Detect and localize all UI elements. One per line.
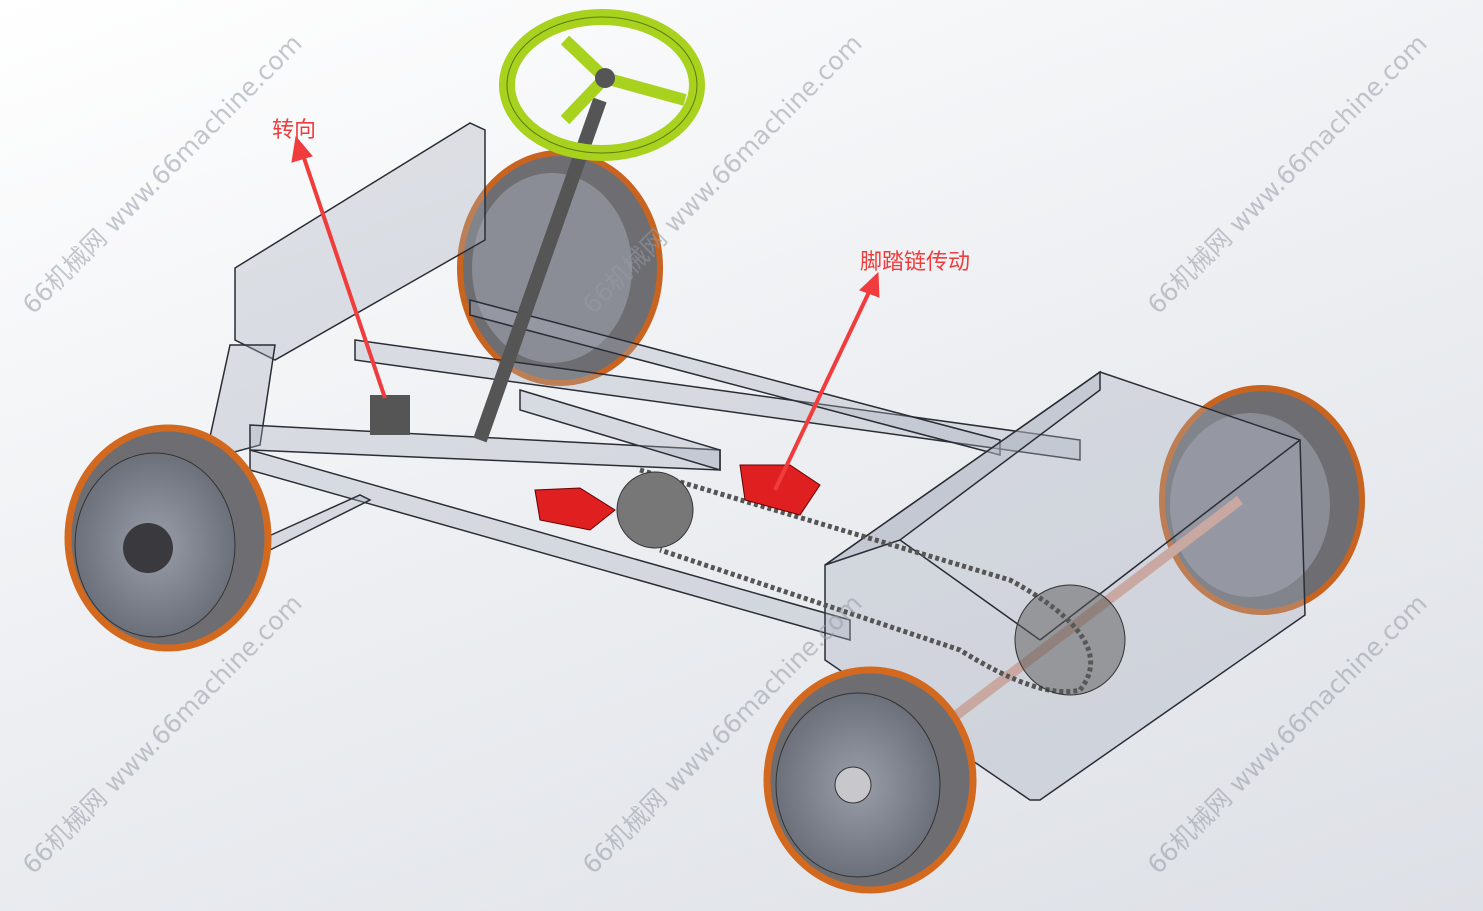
front-wheel-right xyxy=(763,666,977,894)
rear-wheel-back-right xyxy=(1159,385,1365,615)
steering-gear xyxy=(370,395,410,435)
steering-wheel xyxy=(499,9,705,161)
pedal-left xyxy=(534,487,616,531)
front-wheel-left xyxy=(64,424,272,652)
label-pedal-chain-drive: 脚踏链传动 xyxy=(860,250,971,275)
label-steering: 转向 xyxy=(272,118,317,143)
annotation-arrows xyxy=(291,135,880,491)
pedal-right xyxy=(739,464,821,516)
front-sprocket xyxy=(616,471,694,549)
chassis-frame xyxy=(204,122,1306,801)
rear-sprocket xyxy=(1014,584,1126,696)
